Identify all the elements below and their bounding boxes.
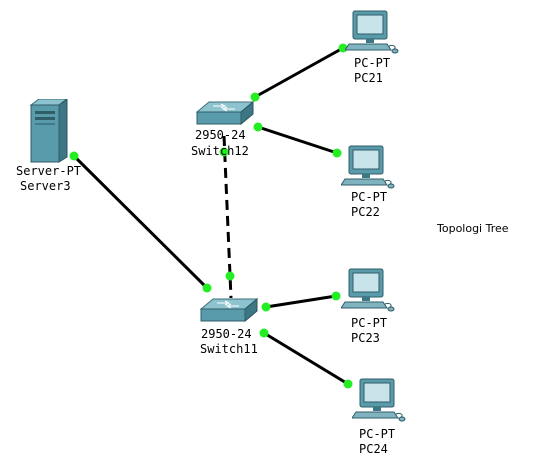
- switch12-device[interactable]: [195, 100, 255, 128]
- link-switch12-pc21[interactable]: [254, 46, 344, 99]
- pc24-model-label: PC-PT: [359, 427, 396, 441]
- diagram-title: Topologi Tree: [437, 222, 509, 235]
- pc-icon: [344, 10, 399, 54]
- port-dot: [69, 151, 79, 161]
- pc21-model-label: PC-PT: [354, 56, 391, 70]
- port-indicators: [69, 43, 353, 389]
- switch11-model-label: 2950-24: [201, 327, 252, 341]
- pc21-name-label: PC21: [354, 71, 383, 85]
- link-switch11-pc24[interactable]: [263, 331, 349, 386]
- port-dot: [259, 328, 269, 338]
- switch-icon: [195, 100, 255, 126]
- server-icon: [29, 98, 69, 163]
- link-switch11-pc23[interactable]: [265, 294, 337, 309]
- port-dot: [219, 147, 229, 157]
- pc23-name-label: PC23: [351, 331, 380, 345]
- switch11-name-label: Switch11: [200, 342, 258, 356]
- link-switch12-pc22[interactable]: [257, 125, 338, 155]
- pc22-device[interactable]: [340, 145, 397, 189]
- pc-icon: [340, 145, 395, 189]
- pc22-name-label: PC22: [351, 205, 380, 219]
- port-dot: [253, 122, 263, 132]
- link-server3-switch11[interactable]: [72, 154, 209, 290]
- port-dot: [225, 271, 235, 281]
- pc24-device[interactable]: [351, 378, 408, 422]
- port-dot: [261, 302, 271, 312]
- pc23-model-label: PC-PT: [351, 316, 388, 330]
- server3-device[interactable]: [27, 98, 71, 163]
- pc23-device[interactable]: [340, 268, 397, 312]
- port-dot: [202, 283, 212, 293]
- pc24-name-label: PC24: [359, 442, 388, 456]
- port-dot: [343, 379, 353, 389]
- port-dot: [250, 92, 260, 102]
- switch12-name-label: Switch12: [191, 144, 249, 158]
- pc22-model-label: PC-PT: [351, 190, 388, 204]
- server3-model-label: Server-PT: [16, 164, 82, 178]
- pc-icon: [351, 378, 406, 422]
- switch-icon: [199, 297, 259, 323]
- pc21-device[interactable]: [344, 10, 401, 54]
- server3-name-label: Server3: [20, 179, 71, 193]
- pc-icon: [340, 268, 395, 312]
- port-dot: [331, 291, 341, 301]
- port-dot: [332, 148, 342, 158]
- switch11-device[interactable]: [199, 297, 259, 325]
- switch12-model-label: 2950-24: [195, 128, 246, 142]
- link-switch12-switch11[interactable]: [222, 135, 233, 299]
